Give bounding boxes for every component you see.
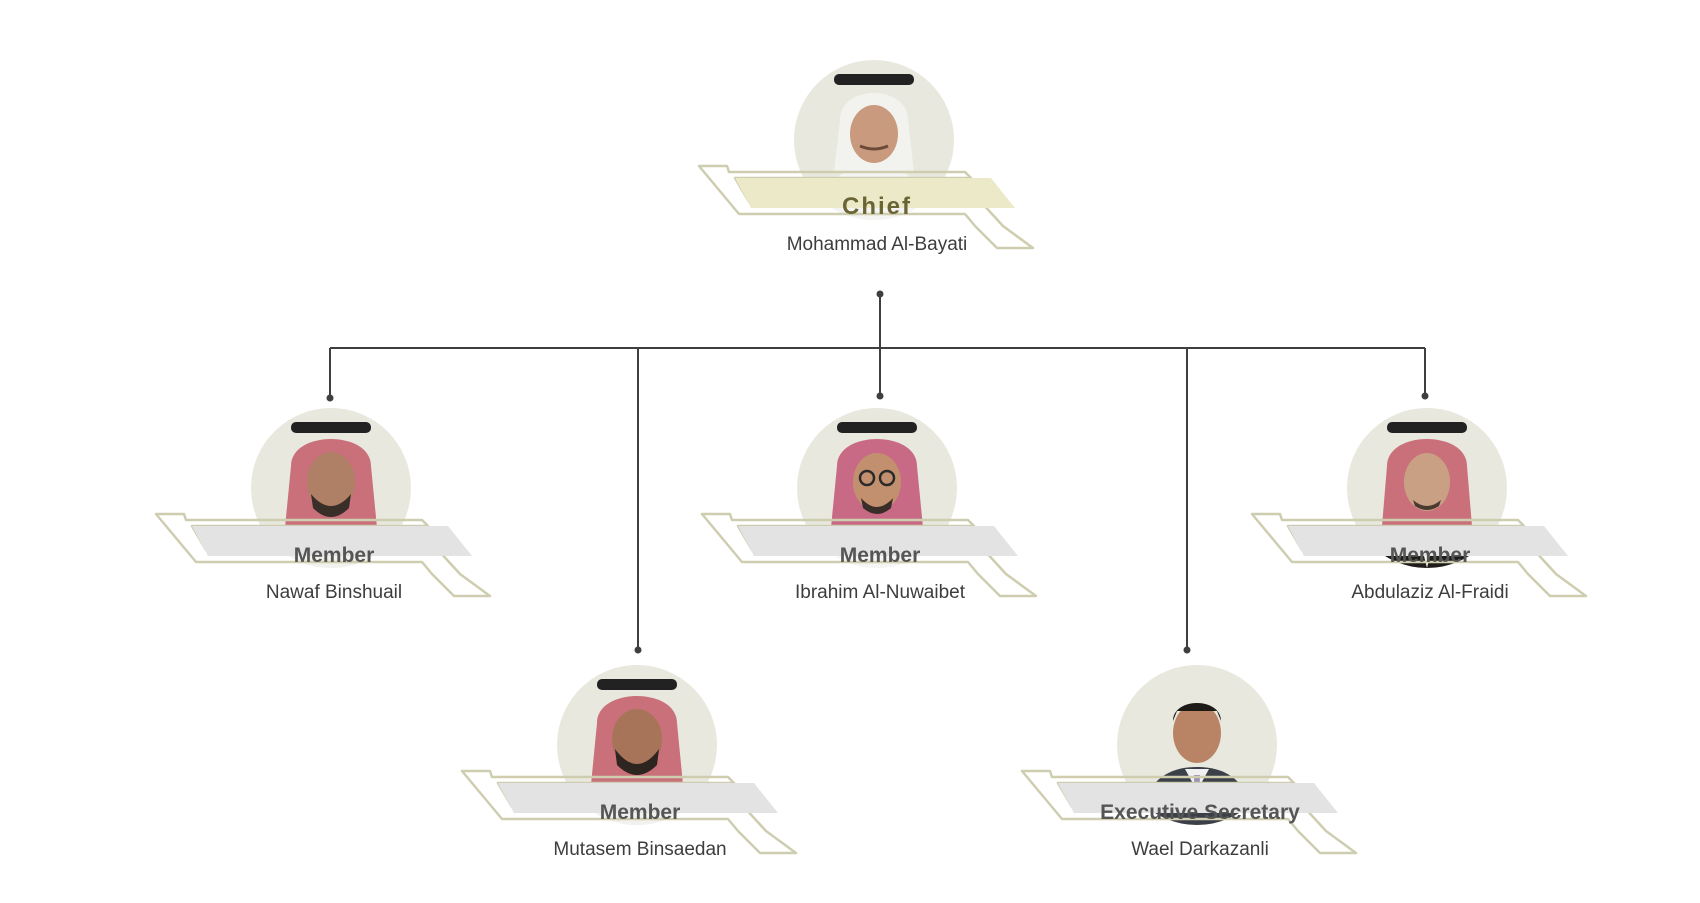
connector-dot-ibrahim	[876, 392, 884, 400]
chief-role-label: Chief	[842, 193, 912, 220]
member-role-label: Member	[599, 801, 681, 824]
member-title-frame	[700, 512, 1038, 598]
member-role-label: Executive Secretary	[1100, 801, 1300, 824]
member-name: Mutasem Binsaedan	[553, 839, 727, 860]
member-title-frame	[1250, 512, 1588, 598]
chief-title-frame	[697, 164, 1035, 250]
member-name: Abdulaziz Al-Fraidi	[1351, 582, 1509, 603]
org-node-member: Member Ibrahim Al-Nuwaibet	[700, 408, 1040, 618]
member-role-label: Member	[293, 544, 375, 567]
org-node-chief: Chief Mohammad Al-Bayati	[697, 60, 1037, 270]
member-role-label: Member	[1389, 544, 1471, 567]
org-node-member: Member Mutasem Binsaedan	[460, 665, 800, 875]
member-title-frame	[1020, 769, 1358, 855]
member-role-label: Member	[839, 544, 921, 567]
chief-name: Mohammad Al-Bayati	[786, 234, 968, 255]
org-node-member: Member Abdulaziz Al-Fraidi	[1250, 408, 1590, 618]
member-title-frame	[154, 512, 492, 598]
connector-dot-mutasem	[634, 646, 642, 654]
member-title-frame	[460, 769, 798, 855]
org-node-member: Member Nawaf Binshuail	[154, 408, 494, 618]
connector-dot-nawaf	[326, 394, 334, 402]
connector-dot-chief	[876, 290, 884, 298]
connector-dot-wael	[1183, 646, 1191, 654]
connector-dot-abdulaziz	[1421, 392, 1429, 400]
member-name: Ibrahim Al-Nuwaibet	[794, 582, 966, 603]
org-node-executive-secretary: Executive Secretary Wael Darkazanli	[1020, 665, 1360, 875]
member-name: Nawaf Binshuail	[265, 582, 403, 603]
member-name: Wael Darkazanli	[1131, 839, 1269, 860]
